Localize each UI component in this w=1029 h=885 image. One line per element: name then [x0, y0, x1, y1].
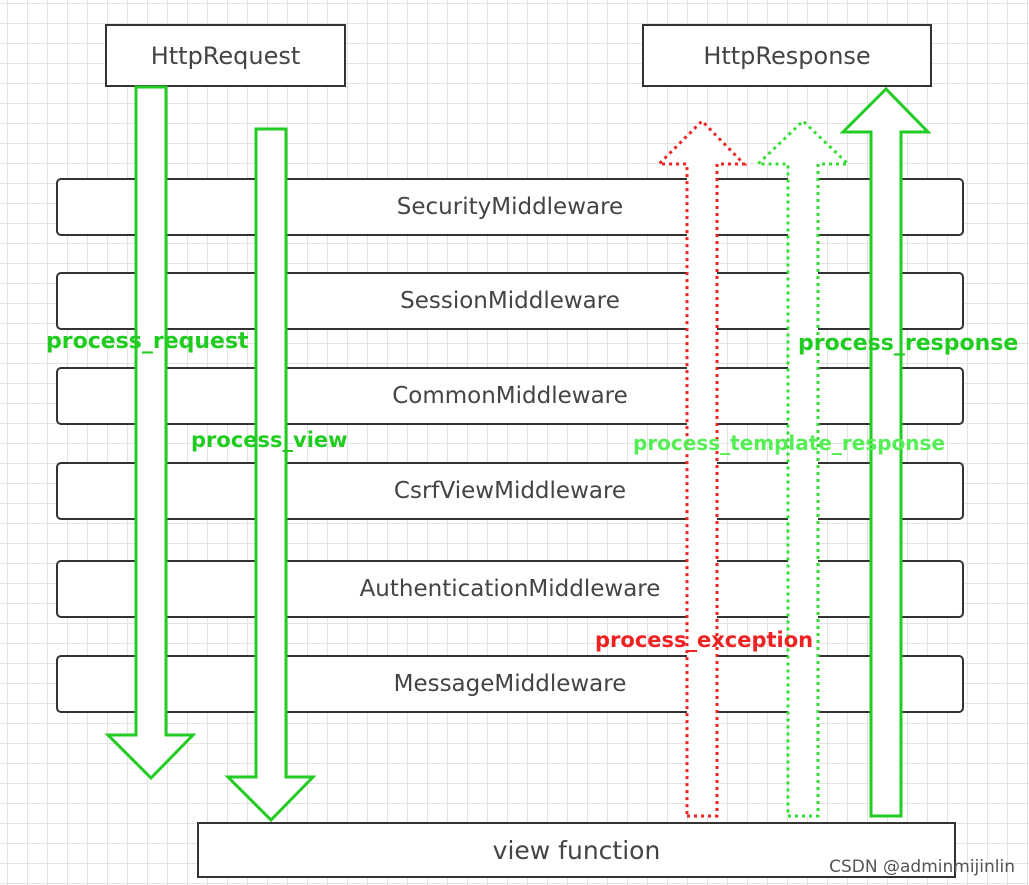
- middleware-label-session: SessionMiddleware: [400, 288, 620, 314]
- process-view-label: process_view: [191, 428, 348, 452]
- process-exception-label: process_exception: [595, 628, 814, 652]
- view-function-box: view function: [197, 822, 956, 878]
- http-request-box: HttpRequest: [105, 24, 346, 87]
- process-template-response-arrow: [754, 118, 852, 818]
- middleware-label-common: CommonMiddleware: [392, 383, 628, 409]
- process-response-label: process_response: [798, 331, 1019, 356]
- process-response-arrow: [839, 86, 932, 818]
- middleware-label-security: SecurityMiddleware: [396, 194, 624, 220]
- process-view-arrow: [224, 127, 317, 823]
- middleware-label-csrf: CsrfViewMiddleware: [393, 478, 627, 504]
- middleware-label-authentication: AuthenticationMiddleware: [359, 576, 661, 602]
- csdn-watermark: CSDN @adminmijinlin: [829, 857, 1015, 877]
- http-response-label: HttpResponse: [703, 41, 871, 70]
- middleware-label-message: MessageMiddleware: [393, 671, 627, 697]
- view-function-label: view function: [492, 835, 661, 865]
- http-request-label: HttpRequest: [150, 41, 301, 70]
- process-template-response-label: process_template_response: [633, 431, 946, 455]
- http-response-box: HttpResponse: [642, 24, 932, 87]
- process-request-arrow: [104, 85, 197, 781]
- process-exception-arrow: [655, 118, 748, 818]
- process-request-label: process_request: [46, 329, 249, 354]
